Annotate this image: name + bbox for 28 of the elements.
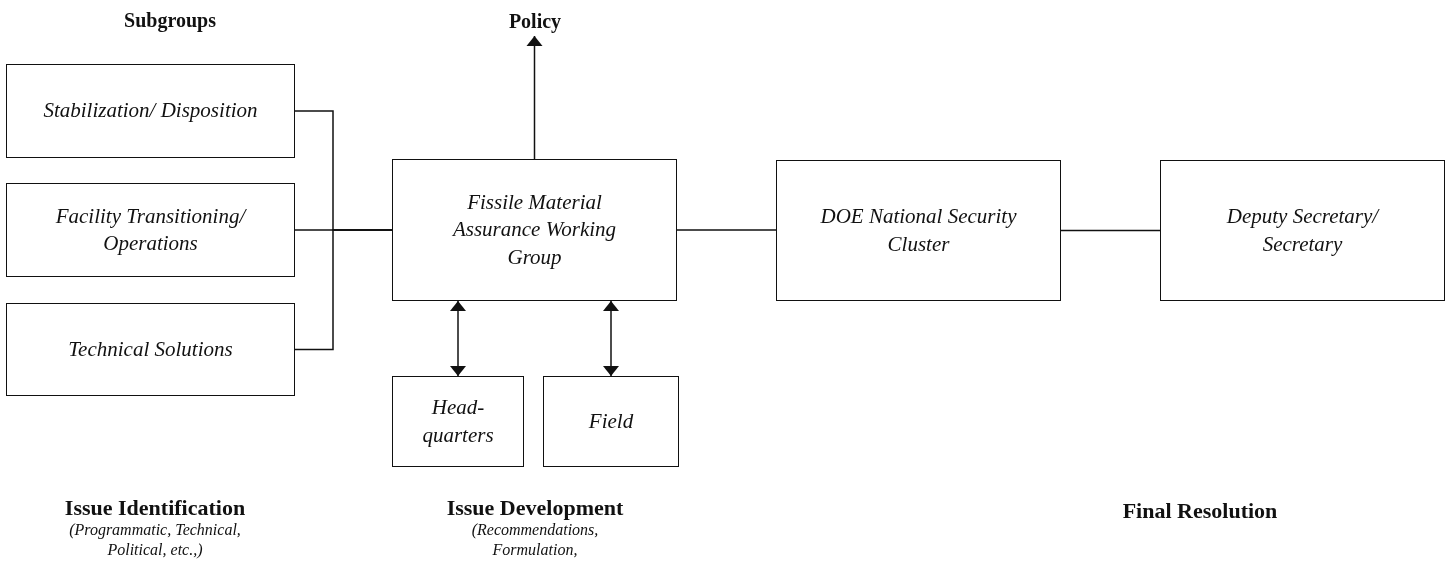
- section-heading: Subgroups: [123, 8, 217, 33]
- section-heading: Issue Development: [445, 494, 625, 522]
- section-heading: Issue Identification: [63, 494, 247, 522]
- arrow: [526, 35, 543, 160]
- connector-line: [1060, 229, 1161, 232]
- box-label: Fissile Material Assurance Working Group: [451, 189, 618, 271]
- note-text: (Programmatic, Technical, Political, etc.,): [68, 520, 242, 560]
- note-text: (Recommendations, Formulation,: [470, 520, 600, 560]
- process-box: [392, 159, 677, 301]
- process-box: [776, 160, 1061, 301]
- process-box: [392, 376, 524, 467]
- arrow: [603, 300, 619, 377]
- process-box: [6, 303, 295, 396]
- process-box: [6, 64, 295, 158]
- box-label: Facility Transitioning/ Operations: [54, 202, 248, 257]
- process-box: [6, 183, 295, 277]
- box-label: DOE National Security Cluster: [819, 203, 1018, 258]
- process-box: [543, 376, 679, 467]
- section-heading: Final Resolution: [1121, 497, 1279, 525]
- arrow: [450, 300, 466, 377]
- box-label: Head- quarters: [422, 394, 494, 449]
- box-label: Deputy Secretary/ Secretary: [1225, 203, 1381, 258]
- box-label: Stabilization/ Disposition: [43, 97, 258, 125]
- connector-line: [294, 229, 393, 351]
- connector-line: [676, 229, 777, 231]
- box-label: Field: [588, 407, 634, 435]
- process-box: [1160, 160, 1445, 301]
- box-label: Technical Solutions: [68, 335, 233, 363]
